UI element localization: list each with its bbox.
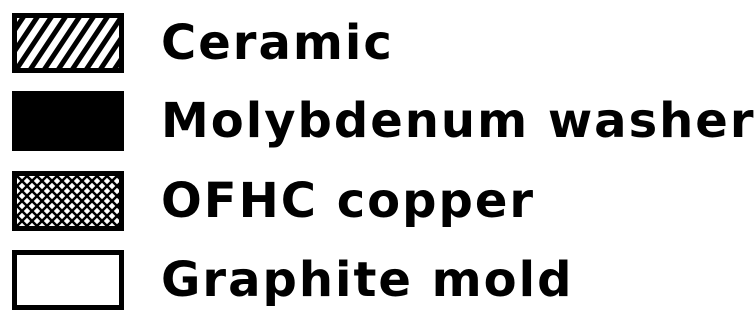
graphite-empty-swatch xyxy=(12,250,124,310)
legend-item-molybdenum-washer: Molybdenum washer xyxy=(0,91,755,151)
legend-item-ofhc-copper: OFHC copper xyxy=(0,171,755,231)
ceramic-hatch-swatch xyxy=(12,13,124,73)
legend-label-graphite-mold: Graphite mold xyxy=(161,252,574,308)
molybdenum-solid-swatch xyxy=(12,91,124,151)
legend-label-ofhc-copper: OFHC copper xyxy=(161,173,536,229)
legend-label-ceramic: Ceramic xyxy=(161,15,394,71)
legend-label-molybdenum-washer: Molybdenum washer xyxy=(161,93,755,149)
legend-item-ceramic: Ceramic xyxy=(0,13,755,73)
legend-item-graphite-mold: Graphite mold xyxy=(0,250,755,310)
copper-crosshatch-swatch xyxy=(12,171,124,231)
